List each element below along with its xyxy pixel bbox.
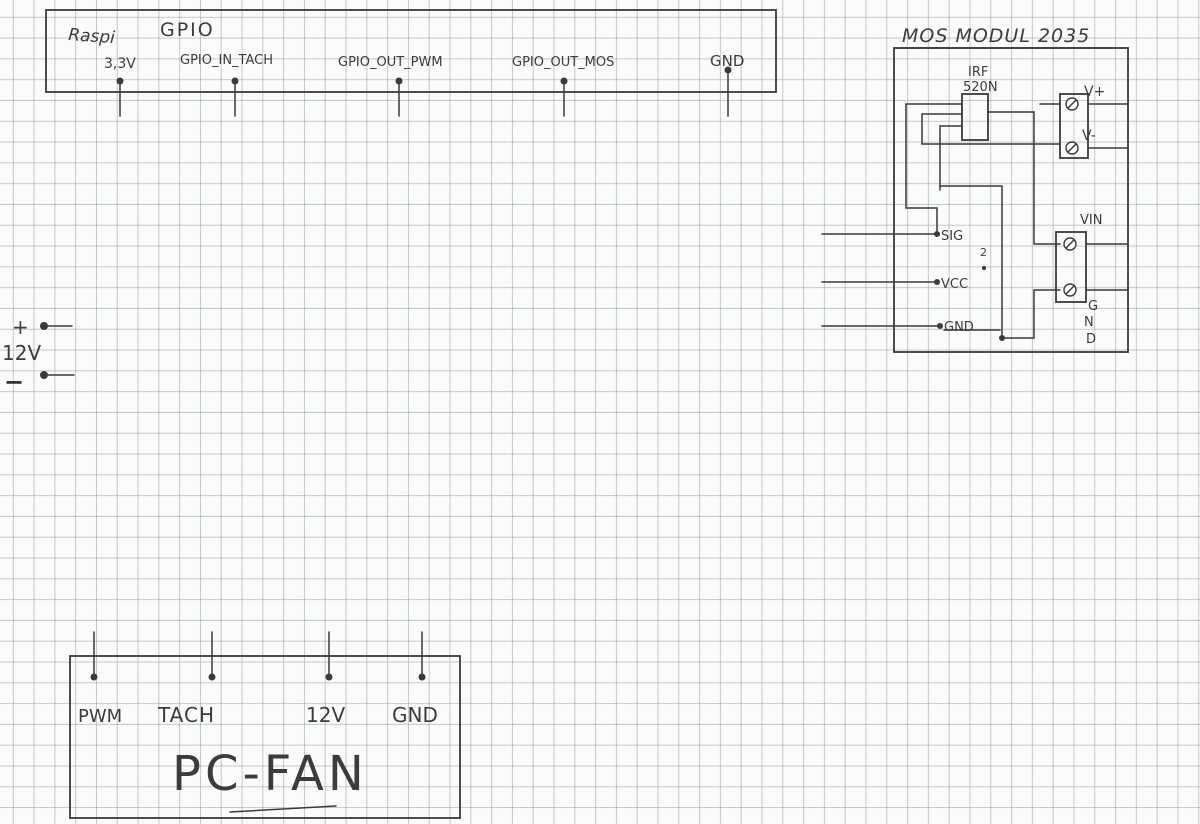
- raspi-pin-label-pwm: GPIO_OUT_PWM: [338, 55, 443, 70]
- vin-gnd-label-d: D: [1086, 332, 1096, 347]
- power-plus-label: +: [12, 315, 29, 339]
- sig-pin: [934, 231, 940, 237]
- fan-pin-label-tach: TACH: [157, 703, 215, 727]
- vin-gnd-terminal: [1063, 283, 1129, 297]
- power-supply: + 12V −: [2, 315, 75, 396]
- vcc-label: VCC: [941, 277, 968, 292]
- fan-pin-label-pwm: PWM: [78, 706, 122, 727]
- raspi-pin-3v3: [116, 77, 124, 117]
- output-terminal-block: [1059, 93, 1089, 159]
- vin-label: VIN: [1080, 213, 1102, 228]
- mosfet-label-line1: IRF: [968, 65, 988, 80]
- v-minus-terminal: [1065, 141, 1129, 155]
- raspi-pin-gnd: [724, 66, 732, 117]
- fan-pin-tach: [208, 631, 216, 681]
- fan-pin-label-gnd: GND: [392, 703, 438, 727]
- v-plus-terminal: [1065, 97, 1129, 111]
- raspi-block: Raspi GPIO 3,3V GPIO_IN_TACH GPIO_OUT_PW…: [45, 9, 777, 117]
- raspi-subtitle: GPIO: [160, 19, 215, 41]
- pc-fan-box: [69, 655, 461, 819]
- gnd-in-label: GND: [944, 320, 974, 335]
- vin-terminal-block: [1055, 231, 1087, 303]
- fan-title-underline: [229, 805, 337, 813]
- power-plus-terminal: [40, 322, 73, 330]
- vcc-pin: [934, 279, 940, 285]
- mos-module-box: [893, 47, 1129, 353]
- raspi-pin-label-gnd: GND: [710, 52, 744, 70]
- power-minus-label: −: [4, 368, 24, 396]
- fan-title: PC-FAN: [172, 746, 368, 802]
- mos-module-block: MOS MODUL 2035 IRF 520N SIG VCC GND 2: [821, 25, 1129, 353]
- fan-pin-label-12v: 12V: [306, 703, 345, 727]
- raspi-pin-label-3v3: 3,3V: [104, 56, 136, 72]
- fan-pin-gnd: [418, 631, 426, 681]
- vin-gnd-label-n: N: [1084, 315, 1094, 330]
- fan-pin-12v: [325, 631, 333, 681]
- v-plus-label: V+: [1084, 84, 1105, 100]
- board-mark: 2: [980, 246, 987, 259]
- power-voltage-label: 12V: [2, 341, 41, 365]
- fan-pin-pwm: [90, 631, 98, 681]
- raspi-pin-pwm: [395, 77, 403, 117]
- vin-gnd-label-g: G: [1088, 299, 1098, 314]
- mosfet-label-line2: 520N: [963, 80, 998, 95]
- raspi-pin-mos: [560, 77, 568, 117]
- raspi-title: Raspi: [68, 25, 116, 48]
- sig-label: SIG: [941, 229, 963, 244]
- mosfet-body: [961, 93, 989, 141]
- pc-fan-block: PWM TACH 12V GND PC-FAN: [69, 631, 461, 819]
- vin-plus-terminal: [1063, 237, 1129, 251]
- mos-module-title: MOS MODUL 2035: [902, 25, 1090, 47]
- raspi-pin-label-mos: GPIO_OUT_MOS: [512, 55, 614, 70]
- raspi-box: [45, 9, 777, 93]
- raspi-pin-label-tach: GPIO_IN_TACH: [180, 53, 273, 68]
- power-minus-terminal: [40, 371, 75, 379]
- v-minus-label: V-: [1082, 128, 1096, 144]
- gnd-in-pin: [937, 323, 943, 329]
- raspi-pin-tach: [231, 77, 239, 117]
